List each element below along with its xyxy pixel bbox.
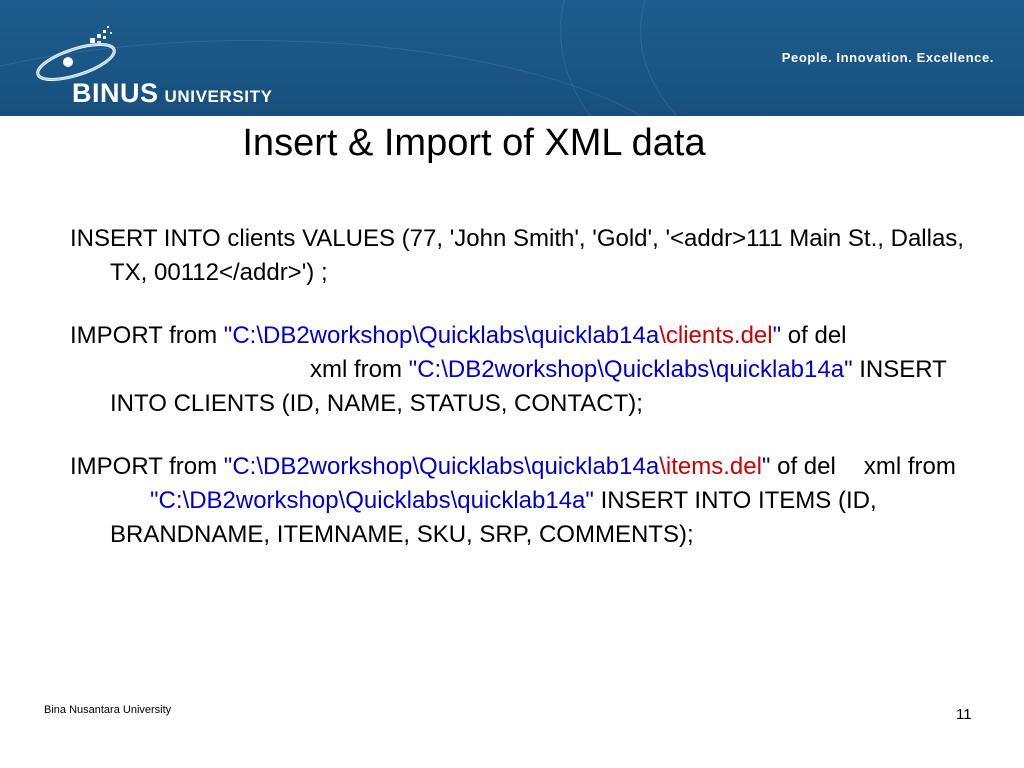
import-path: "C:\DB2workshop\Quicklabs\quicklab14a xyxy=(223,453,660,480)
binus-logo: BINUS UNIVERSITY xyxy=(28,18,308,108)
import-clients-statement: IMPORT from "C:\DB2workshop\Quicklabs\qu… xyxy=(70,319,970,421)
logo-brand-sub: UNIVERSITY xyxy=(164,87,273,106)
footer-organization: Bina Nusantara University xyxy=(44,704,172,716)
import-format: of del xyxy=(770,453,836,480)
import-lead: IMPORT from xyxy=(70,322,224,349)
import-xml-from: xml from xyxy=(863,453,956,480)
page-number: 11 xyxy=(956,706,972,723)
import-path: "C:\DB2workshop\Quicklabs\quicklab14a xyxy=(223,322,660,349)
import-xml-from: xml from xyxy=(310,356,402,383)
insert-statement: INSERT INTO clients VALUES (77, 'John Sm… xyxy=(70,225,964,286)
binus-logo-icon xyxy=(36,26,116,81)
import-path-close: " xyxy=(761,453,771,480)
import-xml-path: "C:\DB2workshop\Quicklabs\quicklab14a" xyxy=(408,356,853,383)
import-format: of del xyxy=(781,322,847,349)
import-target: INSERT INTO CLIENTS (ID, NAME, STATUS, C… xyxy=(110,356,947,417)
import-filename: \clients.del xyxy=(659,322,773,349)
import-items-statement: IMPORT from "C:\DB2workshop\Quicklabs\qu… xyxy=(70,450,970,552)
slide-body: INSERT INTO clients VALUES (77, 'John Sm… xyxy=(70,222,970,581)
import-lead: IMPORT from xyxy=(70,453,224,480)
logo-wordmark: BINUS UNIVERSITY xyxy=(72,78,273,109)
import-target: INSERT INTO ITEMS (ID, BRANDNAME, ITEMNA… xyxy=(110,487,877,548)
slide-title: Insert & Import of XML data xyxy=(242,122,706,164)
import-xml-path: "C:\DB2workshop\Quicklabs\quicklab14a" xyxy=(150,487,594,514)
import-filename: \items.del xyxy=(659,453,762,480)
header-band: BINUS UNIVERSITY People. Innovation. Exce… xyxy=(0,0,1024,116)
import-path-close: " xyxy=(772,322,782,349)
logo-brand: BINUS xyxy=(72,78,159,108)
tagline: People. Innovation. Excellence. xyxy=(781,50,994,65)
